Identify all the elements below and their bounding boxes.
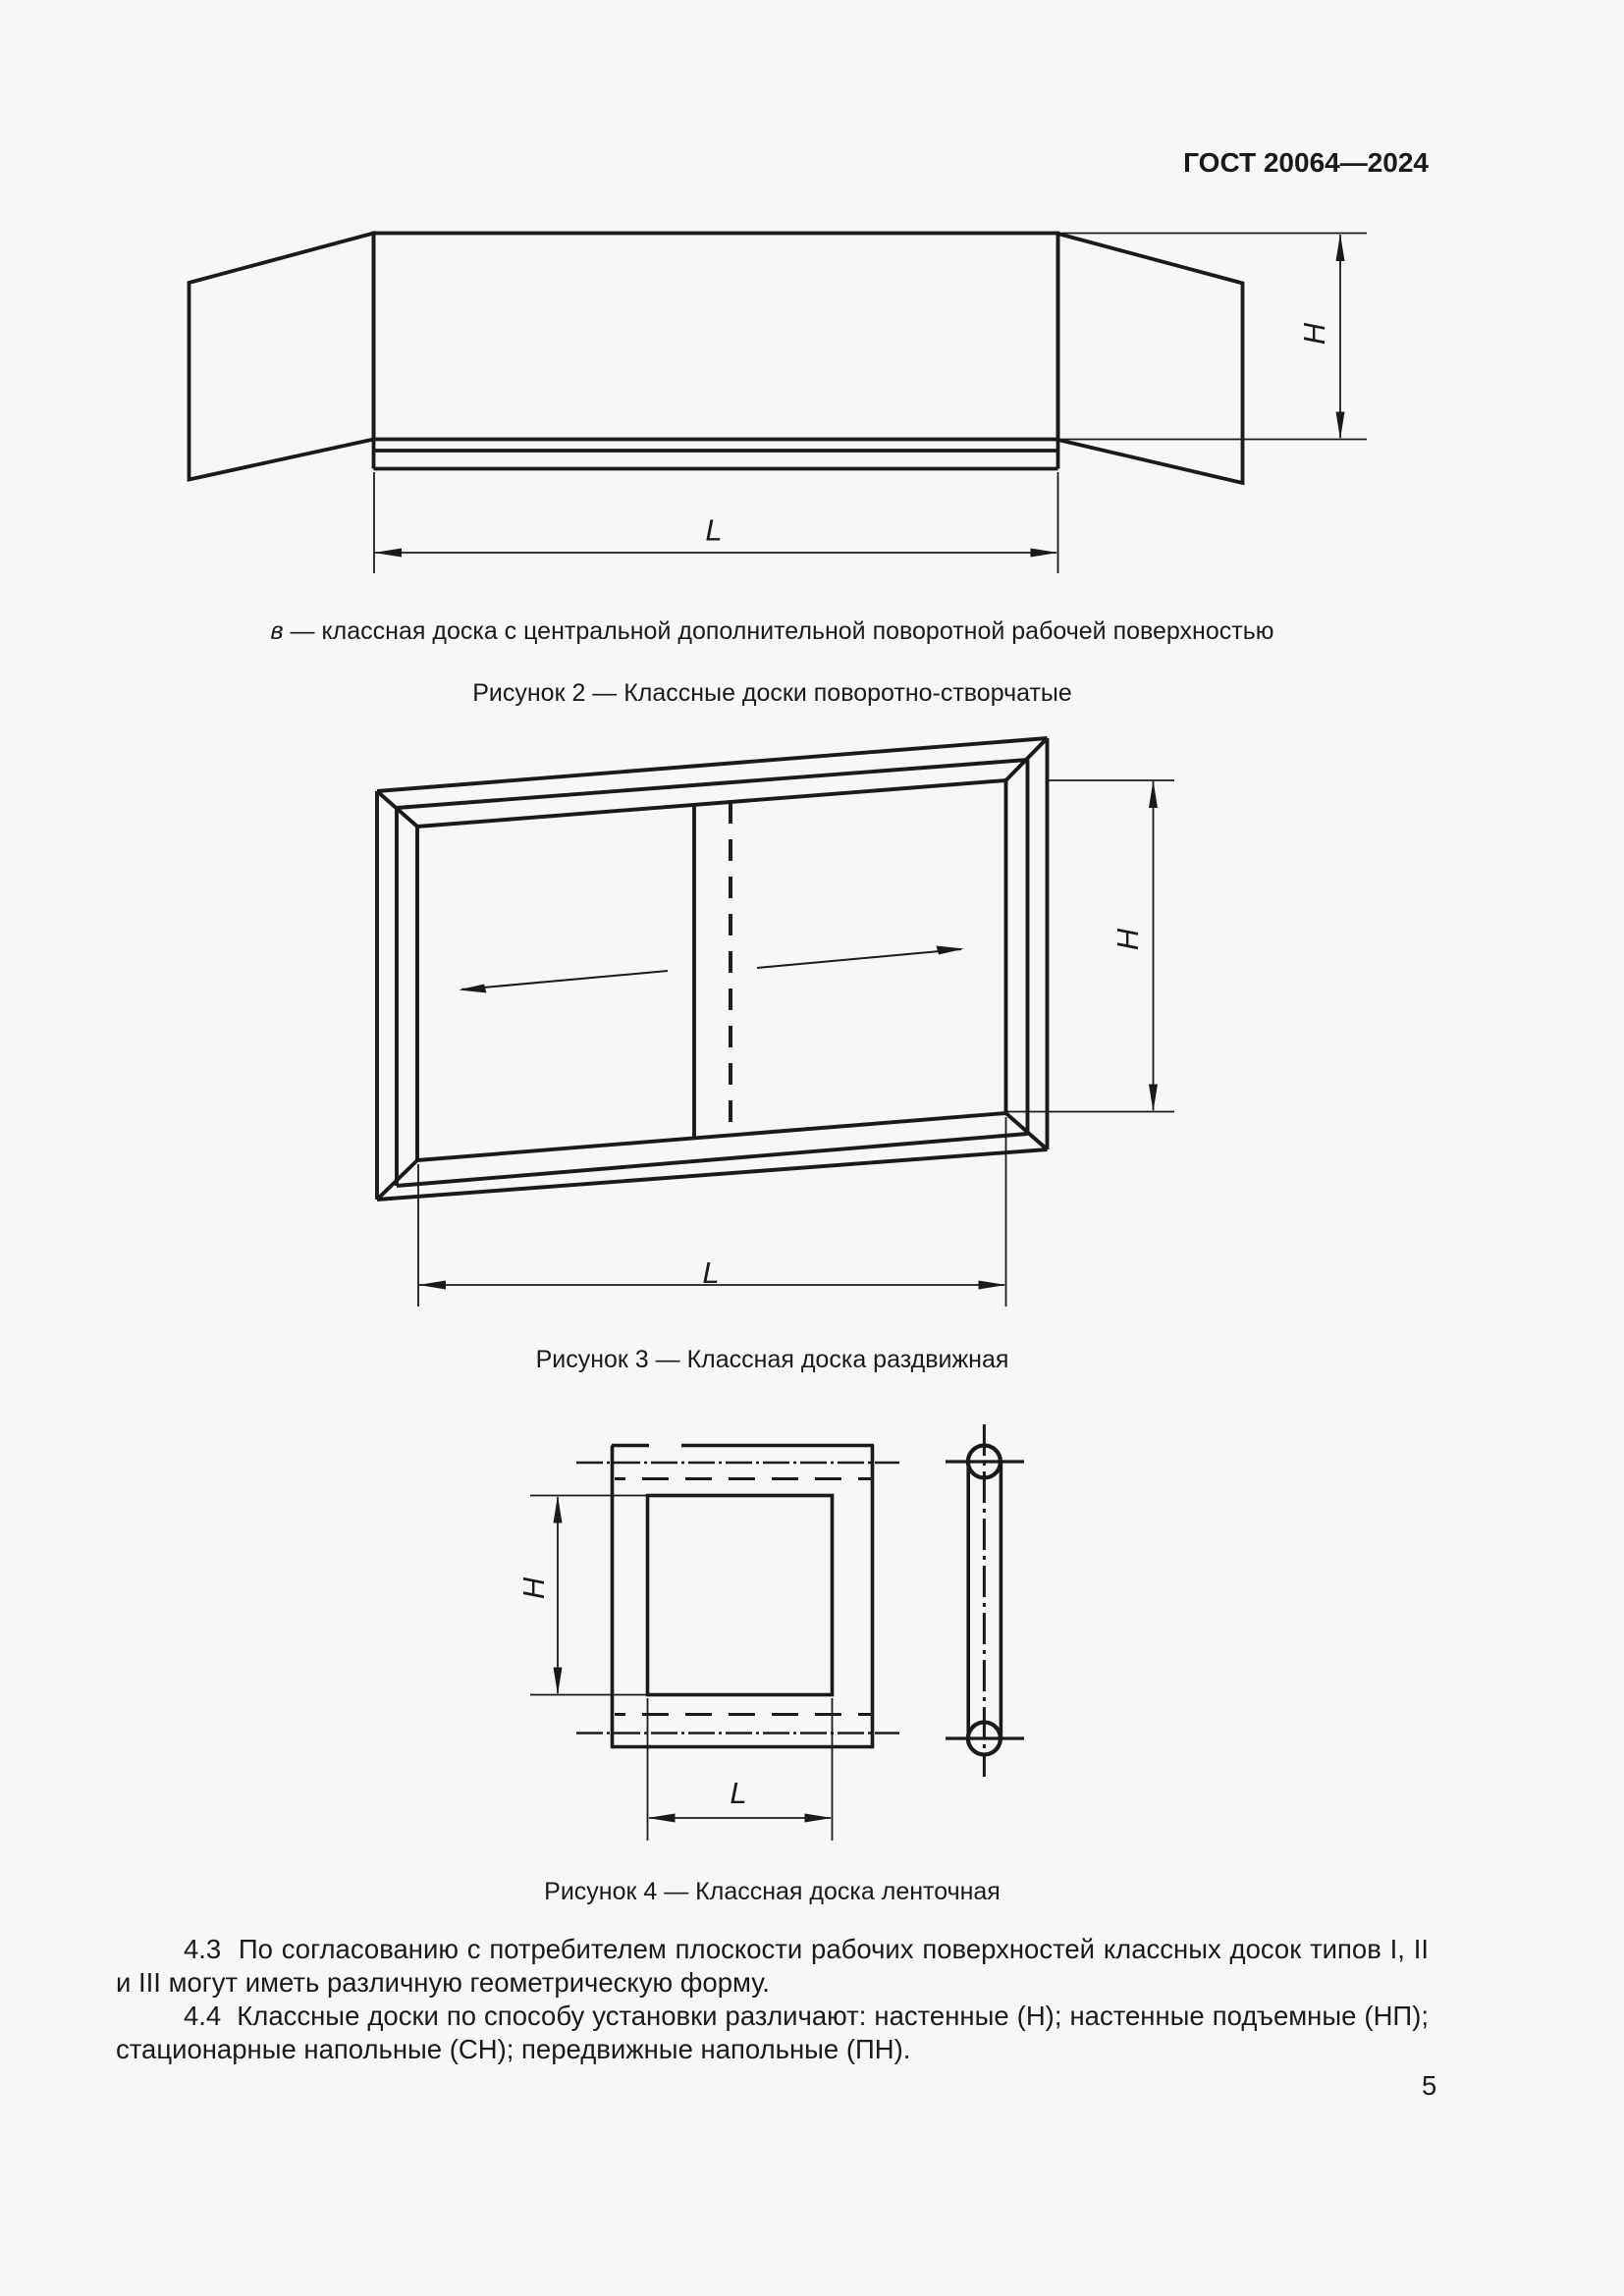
svg-text:H: H xyxy=(1110,928,1145,950)
svg-text:H: H xyxy=(1297,322,1331,345)
svg-text:L: L xyxy=(702,1255,719,1290)
svg-text:L: L xyxy=(705,513,722,548)
svg-text:H: H xyxy=(516,1576,551,1599)
svg-text:L: L xyxy=(730,1776,746,1810)
